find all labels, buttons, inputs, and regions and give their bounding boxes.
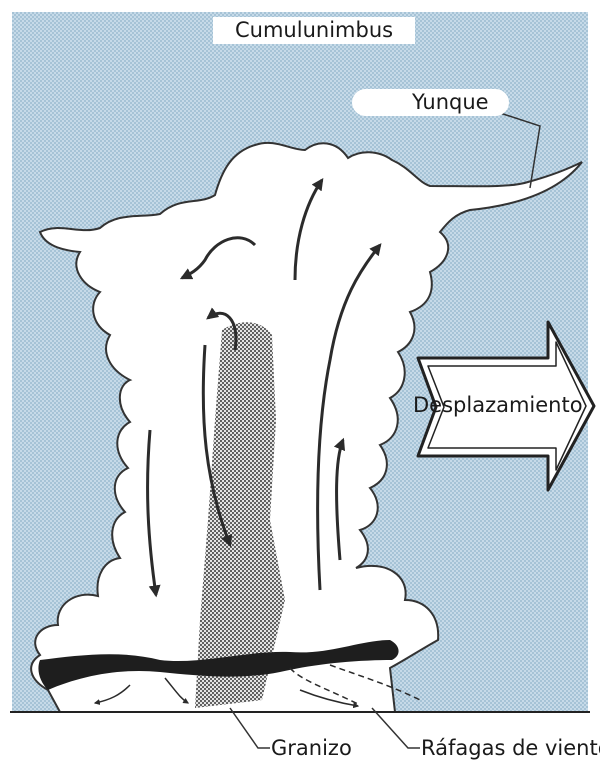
gusts-leader-line xyxy=(372,708,420,748)
label-anvil: Yunque xyxy=(352,89,509,116)
label-gusts: Ráfagas de viento xyxy=(421,738,600,759)
label-hail: Granizo xyxy=(271,738,352,759)
label-movement: Desplazamiento xyxy=(413,395,583,416)
diagram-title: Cumulunimbus xyxy=(213,17,415,44)
hail-leader-line xyxy=(230,708,270,748)
